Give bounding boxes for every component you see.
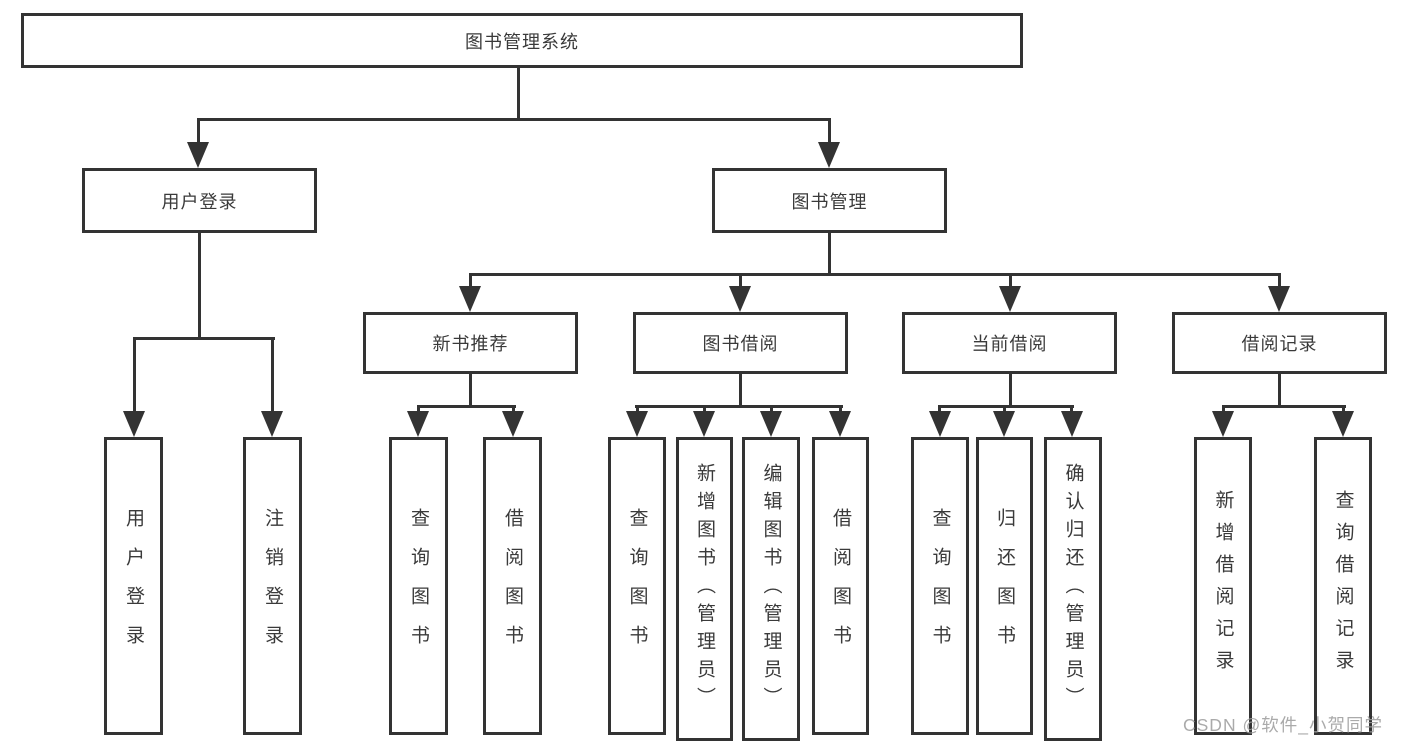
connector-current-rail — [939, 405, 1074, 408]
arrow-down-icon — [626, 411, 648, 437]
arrow-down-icon — [1332, 411, 1354, 437]
connector-leaf-stem — [703, 405, 706, 414]
connector-l2-stem — [739, 273, 742, 288]
connector-user-rail — [133, 337, 275, 340]
connector-l1-rail — [197, 118, 831, 121]
leaf-add-borrow-record: 新增借阅记录 — [1194, 437, 1252, 735]
leaf-borrow-books: 借阅图书 — [483, 437, 542, 735]
arrow-down-icon — [760, 411, 782, 437]
connector-user-leaf-stem — [133, 337, 136, 414]
leaf-query-books: 查询图书 — [911, 437, 969, 735]
connector-leaf-stem — [1222, 405, 1225, 414]
leaf-label: 用户登录 — [123, 508, 144, 664]
connector-l2-rail — [469, 273, 1281, 276]
arrow-down-icon — [187, 142, 209, 168]
connector-user-stem — [198, 233, 201, 339]
leaf-query-borrow-record: 查询借阅记录 — [1314, 437, 1372, 735]
node-borrow-records: 借阅记录 — [1172, 312, 1387, 374]
leaf-label: 确认归还（管理员） — [1062, 463, 1084, 715]
leaf-logout: 注销登录 — [243, 437, 302, 735]
leaf-label: 查询图书 — [929, 508, 951, 664]
arrow-down-icon — [693, 411, 715, 437]
node-label: 图书借阅 — [702, 334, 779, 354]
csdn-watermark: CSDN @软件_小贺同学 — [1183, 715, 1383, 735]
leaf-confirm-return-admin: 确认归还（管理员） — [1044, 437, 1102, 741]
leaf-label: 借阅图书 — [830, 508, 851, 664]
node-label: 当前借阅 — [971, 334, 1048, 354]
connector-leaf-stem — [1070, 405, 1073, 414]
connector-leaf-stem — [770, 405, 773, 414]
arrow-down-icon — [502, 411, 524, 437]
connector-group-stem — [469, 374, 472, 407]
arrow-down-icon — [729, 286, 751, 312]
node-book-management: 图书管理 — [712, 168, 947, 233]
arrow-down-icon — [123, 411, 145, 437]
node-root-system: 图书管理系统 — [21, 13, 1023, 68]
connector-leaf-stem — [512, 405, 515, 414]
node-new-book-recommend: 新书推荐 — [363, 312, 578, 374]
connector-user-leaf-stem — [271, 337, 274, 414]
node-label: 图书管理系统 — [465, 31, 579, 52]
connector-borrow-rail — [635, 405, 843, 408]
connector-group-stem — [739, 374, 742, 407]
arrow-down-icon — [1212, 411, 1234, 437]
node-label: 借阅记录 — [1241, 334, 1318, 354]
connector-l2-stem — [469, 273, 472, 288]
leaf-label: 查询图书 — [408, 508, 429, 664]
connector-l1-stem — [828, 118, 831, 144]
arrow-down-icon — [1061, 411, 1083, 437]
connector-book-stem — [828, 232, 831, 275]
leaf-label: 归还图书 — [994, 508, 1015, 664]
connector-leaf-stem — [417, 405, 420, 414]
leaf-label: 借阅图书 — [502, 508, 523, 664]
arrow-down-icon — [929, 411, 951, 437]
leaf-query-books: 查询图书 — [608, 437, 666, 735]
arrow-down-icon — [999, 286, 1021, 312]
connector-l2-stem — [1009, 273, 1012, 288]
leaf-label: 查询借阅记录 — [1332, 490, 1354, 682]
node-book-borrow: 图书借阅 — [633, 312, 848, 374]
arrow-down-icon — [407, 411, 429, 437]
leaf-borrow-books: 借阅图书 — [812, 437, 869, 735]
connector-leaf-stem — [636, 405, 639, 414]
leaf-label: 编辑图书（管理员） — [760, 463, 782, 715]
leaf-add-book-admin: 新增图书（管理员） — [676, 437, 733, 741]
leaf-label: 新增借阅记录 — [1212, 490, 1234, 682]
arrow-down-icon — [459, 286, 481, 312]
leaf-return-books: 归还图书 — [976, 437, 1033, 735]
leaf-user-login: 用户登录 — [104, 437, 163, 735]
connector-leaf-stem — [1003, 405, 1006, 414]
arrow-down-icon — [261, 411, 283, 437]
leaf-label: 新增图书（管理员） — [694, 463, 715, 715]
node-user-login: 用户登录 — [82, 168, 317, 233]
arrow-down-icon — [1268, 286, 1290, 312]
connector-records-rail — [1222, 405, 1346, 408]
leaf-edit-book-admin: 编辑图书（管理员） — [742, 437, 800, 741]
arrow-down-icon — [818, 142, 840, 168]
connector-l2-stem — [1278, 273, 1281, 288]
node-label: 图书管理 — [791, 191, 868, 212]
connector-leaf-stem — [1342, 405, 1345, 414]
connector-root-stem — [517, 68, 520, 121]
connector-leaf-stem — [938, 405, 941, 414]
leaf-query-books: 查询图书 — [389, 437, 448, 735]
node-label: 新书推荐 — [432, 334, 509, 354]
node-current-borrow: 当前借阅 — [902, 312, 1117, 374]
arrow-down-icon — [993, 411, 1015, 437]
connector-group-stem — [1009, 374, 1012, 407]
connector-group-stem — [1278, 374, 1281, 407]
leaf-label: 注销登录 — [262, 508, 283, 664]
connector-recommend-rail — [417, 405, 516, 408]
leaf-label: 查询图书 — [626, 508, 648, 664]
node-label: 用户登录 — [161, 191, 238, 212]
connector-l1-stem — [197, 118, 200, 144]
connector-leaf-stem — [839, 405, 842, 414]
arrow-down-icon — [829, 411, 851, 437]
